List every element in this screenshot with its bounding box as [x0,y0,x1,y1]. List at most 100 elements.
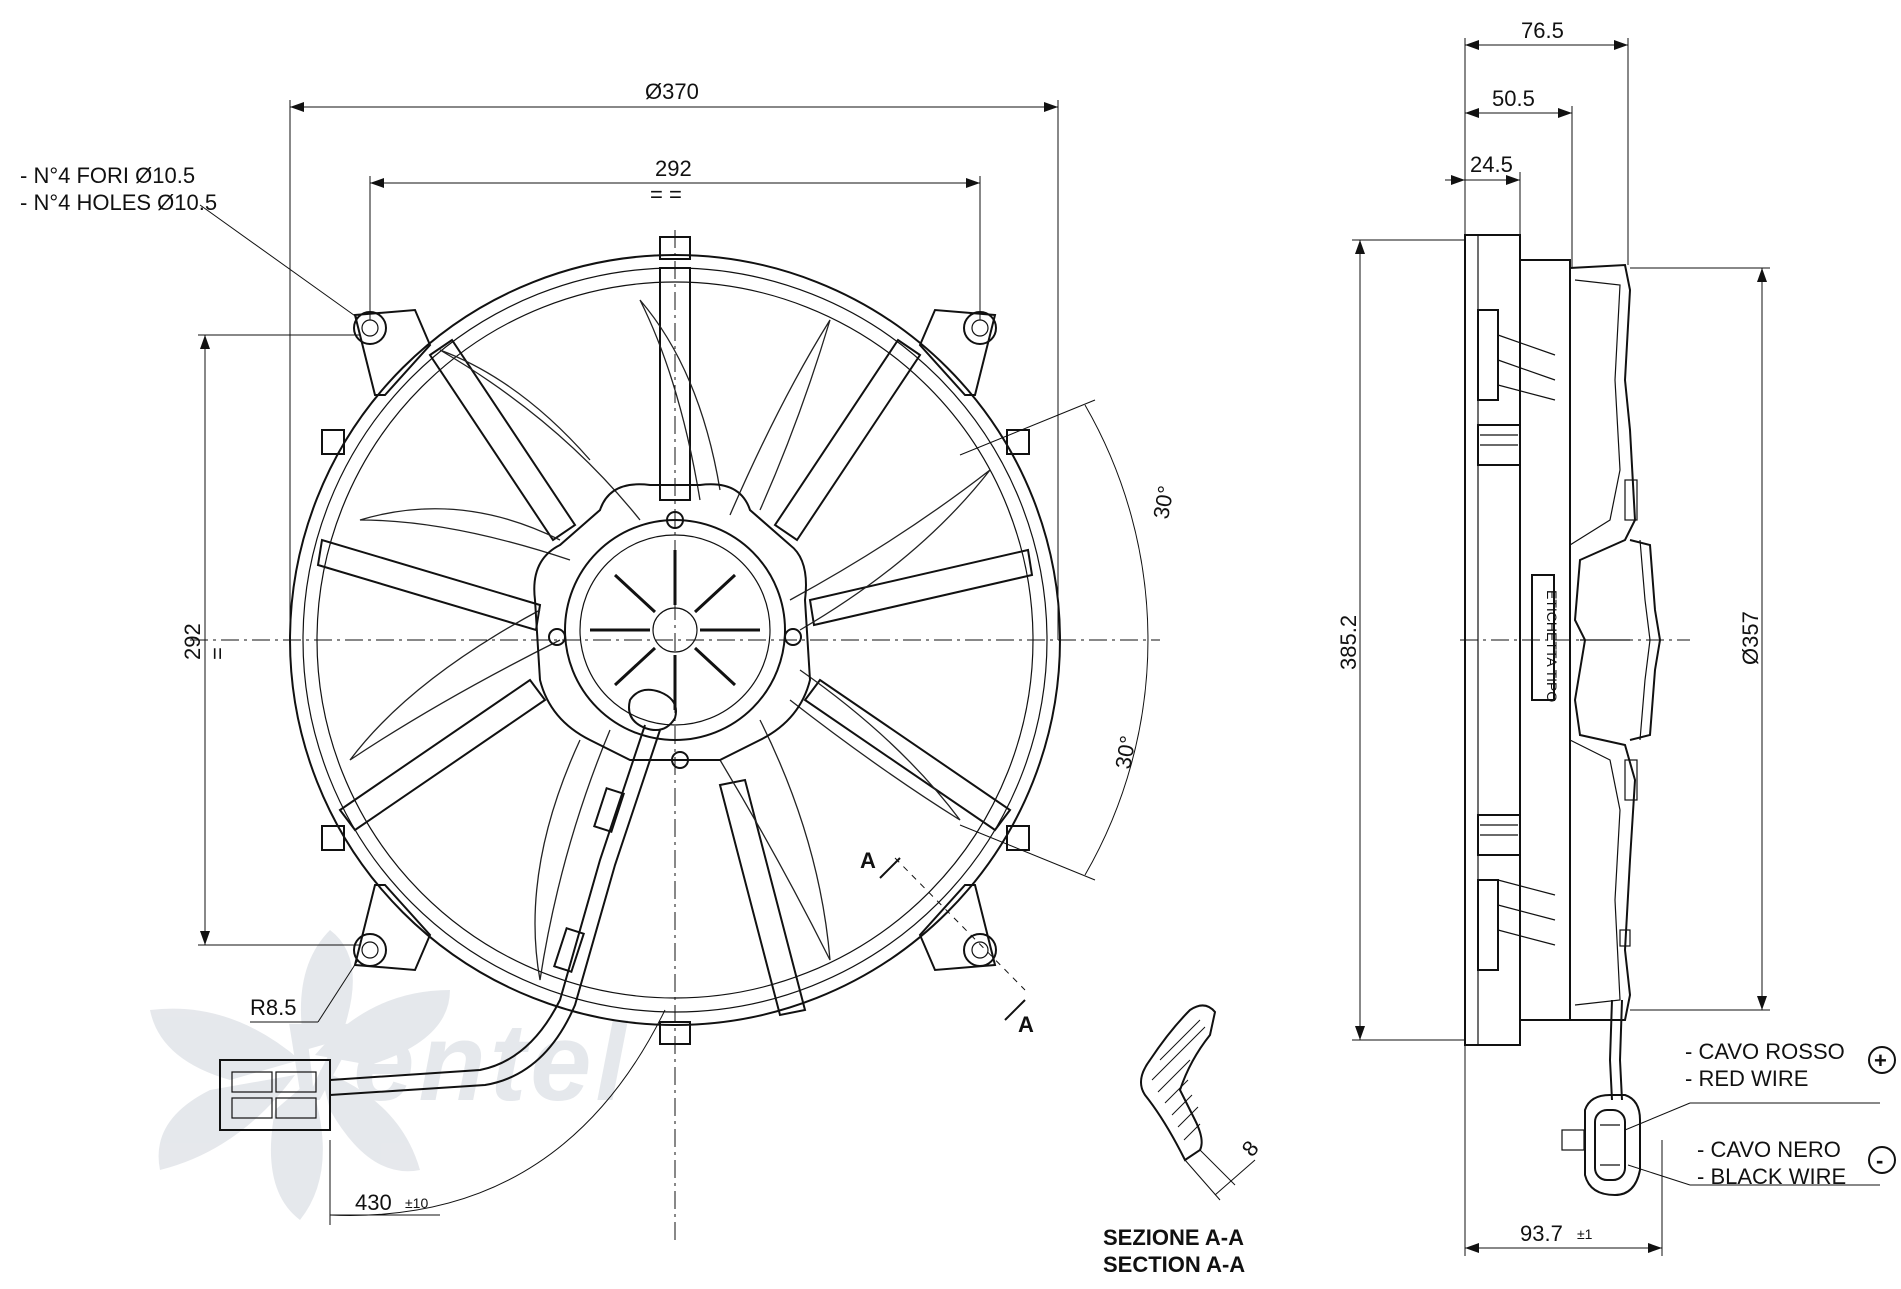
angle-line-upper [959,399,1096,456]
diameter-label: Ø357 [1738,611,1763,665]
depth-mid-arrow-r [1558,108,1572,118]
side-motor-tab-upper [1624,479,1638,521]
depth-mid-label: 50.5 [1492,86,1535,111]
depth-total-arrow-l [1465,40,1479,50]
thickness-ext-b [1199,1149,1236,1186]
screw-left [548,628,566,646]
clip-right-upper [1006,429,1030,455]
height-label: 385.2 [1336,615,1361,670]
black-wire-italian: - CAVO NERO [1697,1137,1841,1162]
top-hole-equal-marks: = = [650,182,682,207]
side-ribs-upper [1477,309,1556,466]
watermark-logo: Ventel [150,930,630,1220]
height-arrow-top [1355,240,1365,254]
connector-depth-tolerance: ±1 [1577,1226,1593,1242]
cable-length-arc [329,1009,666,1216]
connector-depth-arrow-l [1465,1243,1479,1253]
angle-line-lower [959,824,1096,881]
side-view: ETICHETTA TIPO [1336,18,1896,1256]
top-hole-arrow-left [370,178,384,188]
motor-outer-circle [564,519,786,741]
section-mark-top: A [860,848,876,873]
front-view: 430 ±10 Ø370 292 = = 292 = - N°4 FORI Ø1… [20,79,1179,1240]
support-struts [316,267,1034,1017]
depth-small-label: 24.5 [1470,152,1513,177]
connector-depth-label: 93.7 [1520,1221,1563,1246]
section-profile [1140,1004,1217,1162]
front-connector [219,1059,331,1131]
section-arrow-top [879,857,901,879]
side-cable [1608,929,1631,1101]
section-arrow-bottom [1004,999,1026,1021]
negative-symbol: - [1876,1148,1883,1173]
section-a-a: 8 SEZIONE A-A SECTION A-A [1103,1004,1264,1277]
holes-note-italian: - N°4 FORI Ø10.5 [20,163,195,188]
power-cable [329,724,661,1096]
cable-length-tolerance: ±10 [405,1195,428,1211]
clip-top [659,236,691,260]
section-title-italian: SEZIONE A-A [1103,1225,1244,1250]
clip-right-lower [1006,825,1030,851]
depth-total-arrow-r [1614,40,1628,50]
height-arrow-bottom [1355,1026,1365,1040]
section-thickness-label: 8 [1237,1136,1264,1161]
side-hole-spacing-label: 292 [180,623,205,660]
outer-diameter-arrow-right [1044,102,1058,112]
depth-small-arrow-l [1451,175,1465,185]
diameter-arrow-bottom [1757,996,1767,1010]
holes-note-english: - N°4 HOLES Ø10.5 [20,190,217,215]
section-hatch [1151,1019,1206,1141]
thickness-dim-line [1214,1159,1256,1196]
section-title-english: SECTION A-A [1103,1252,1245,1277]
side-hole-arrow-top [200,335,210,349]
connector-depth-arrow-r [1648,1243,1662,1253]
watermark-fan-icon [150,930,450,1220]
side-ribs-lower [1477,814,1556,971]
radius-label: R8.5 [250,995,296,1020]
side-shroud-body [1519,259,1571,1021]
outer-diameter-label: Ø370 [645,79,699,104]
diameter-arrow-top [1757,268,1767,282]
thickness-ext-a [1184,1159,1221,1201]
radius-leader [317,959,359,1023]
motor-cooling-fins [590,550,760,710]
top-hole-spacing-label: 292 [655,156,692,181]
positive-symbol-circle [1868,1046,1896,1074]
red-wire-leader [1624,1102,1691,1131]
mounting-ear-bottom-right [918,884,997,972]
black-wire-english: - BLACK WIRE [1697,1164,1846,1189]
cable-gland [628,688,677,731]
top-hole-arrow-right [966,178,980,188]
screw-top [666,511,684,529]
clip-bottom [659,1021,691,1045]
screw-right [784,628,802,646]
side-hole-equal-mark: = [205,647,230,660]
cable-length-value: 430 [355,1190,392,1215]
side-hole-arrow-bottom [200,931,210,945]
side-motor-tab-lower [1624,759,1638,801]
motor-inner-circle [579,534,771,726]
red-wire-italian: - CAVO ROSSO [1685,1039,1845,1064]
clip-left-upper [321,429,345,455]
label-plate-text: ETICHETTA TIPO [1544,590,1560,702]
depth-mid-arrow-l [1465,108,1479,118]
motor-housing [533,483,812,769]
positive-symbol: + [1874,1048,1887,1073]
outer-diameter-arrow-left [290,102,304,112]
section-mark-bottom: A [1018,1012,1034,1037]
watermark-text: Ventel [280,1001,630,1124]
fan-blades [349,299,991,981]
black-wire-leader [1627,1164,1691,1186]
angle-arc [1084,404,1149,876]
depth-small-arrow-r [1506,175,1520,185]
fan-tip-circle [316,281,1034,999]
clip-left-lower [321,825,345,851]
holes-note-leader [199,204,359,319]
mounting-ear-bottom-left [353,884,432,972]
angle-upper-label: 30° [1148,484,1178,521]
red-wire-english: - RED WIRE [1685,1066,1808,1091]
motor-hub [652,607,698,653]
side-motor-profile [1569,263,1662,1021]
label-plate [1531,574,1555,701]
